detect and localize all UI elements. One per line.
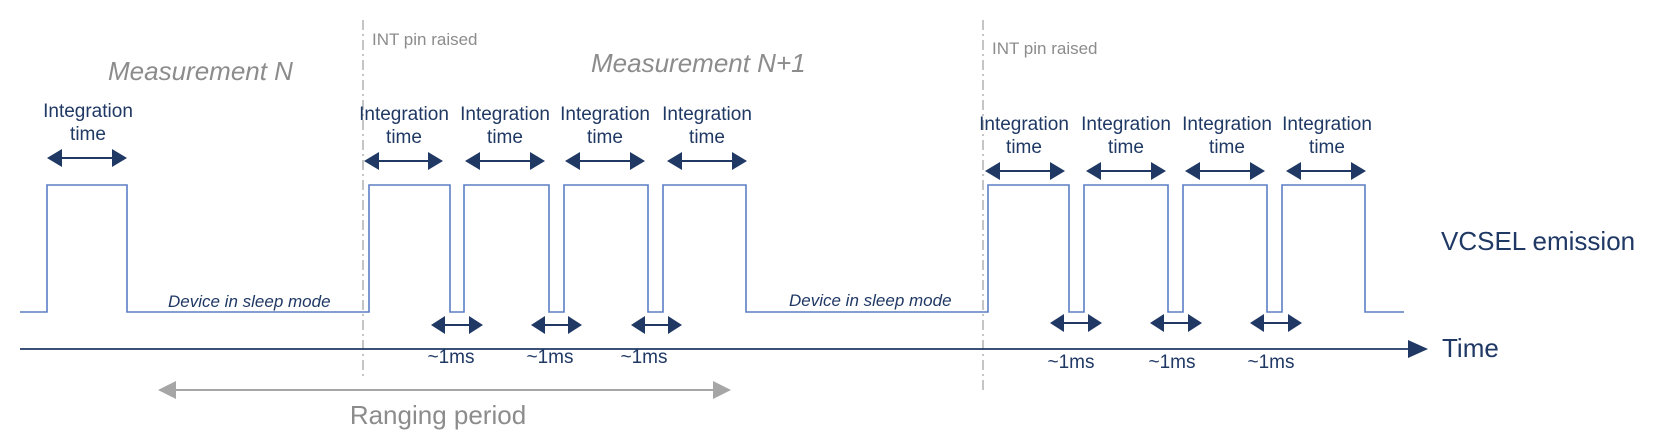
arrow-head-left [431,316,445,334]
integration-label: time [487,127,523,148]
arrow-head-right [713,381,731,399]
arrow-head-right [112,149,127,167]
gap-label: ~1ms [1149,352,1196,373]
arrow-head-left [1150,314,1164,332]
sleep-mode-label-2: Device in sleep mode [789,291,952,310]
arrow-head-left [531,316,545,334]
gap-group-4: ~1ms [1048,314,1102,373]
arrow-head-left [565,152,580,170]
arrow-head-left [47,149,62,167]
integration-group-4: Integration time [560,104,650,170]
arrow-head-right [1188,314,1202,332]
integration-label: Integration [1081,114,1171,135]
sleep-mode-label-1: Device in sleep mode [168,292,331,311]
integration-label: time [1209,137,1245,158]
arrow-head-right [568,316,582,334]
gap-label: ~1ms [1248,352,1295,373]
time-axis-label: Time [1442,333,1499,363]
integration-label: time [70,124,106,145]
int-pin-label-2: INT pin raised [992,39,1098,58]
integration-group-5: Integration time [662,104,752,170]
ranging-period-group: Ranging period [158,381,731,430]
arrow-head-right [1288,314,1302,332]
arrow-head-left [985,162,1000,180]
gap-label: ~1ms [527,347,574,368]
integration-group-8: Integration time [1182,114,1272,180]
arrow-head-right [530,152,545,170]
arrow-head-right [1351,162,1366,180]
arrow-head-left [1050,314,1064,332]
arrow-head-right [668,316,682,334]
gap-group-3: ~1ms [621,316,682,368]
integration-label: Integration [43,101,133,122]
gap-label: ~1ms [428,347,475,368]
integration-label: time [689,127,725,148]
arrow-head-right [1250,162,1265,180]
integration-group-2: Integration time [359,104,449,170]
integration-label: time [386,127,422,148]
gap-label: ~1ms [1048,352,1095,373]
measurement-n1-title: Measurement N+1 [591,48,806,78]
integration-group-3: Integration time [460,104,550,170]
integration-group-9: Integration time [1282,114,1372,180]
integration-label: Integration [1182,114,1272,135]
integration-label: Integration [1282,114,1372,135]
gap-group-6: ~1ms [1248,314,1302,373]
arrow-head-left [1185,162,1200,180]
arrow-head-right [1088,314,1102,332]
arrow-head-left [465,152,480,170]
arrow-head-right [630,152,645,170]
integration-label: Integration [979,114,1069,135]
gap-group-2: ~1ms [527,316,582,368]
integration-group-7: Integration time [1081,114,1171,180]
integration-label: Integration [560,104,650,125]
measurement-n-title: Measurement N [108,56,293,86]
arrow-head-left [364,152,379,170]
integration-label: Integration [460,104,550,125]
integration-label: time [1309,137,1345,158]
integration-group-6: Integration time [979,114,1069,180]
ranging-period-label: Ranging period [350,400,526,430]
arrow-head-left [667,152,682,170]
integration-label: Integration [359,104,449,125]
integration-label: Integration [662,104,752,125]
arrow-head-right [428,152,443,170]
integration-label: time [1006,137,1042,158]
arrow-head-left [1286,162,1301,180]
arrow-head-left [631,316,645,334]
integration-label: time [587,127,623,148]
arrow-head-right [1151,162,1166,180]
gap-group-1: ~1ms [428,316,483,368]
integration-group-1: Integration time [43,101,133,167]
gap-group-5: ~1ms [1149,314,1202,373]
arrow-head-left [1250,314,1264,332]
int-pin-label-1: INT pin raised [372,30,478,49]
arrow-head-left [1086,162,1101,180]
arrow-head-right [469,316,483,334]
vcsel-emission-label: VCSEL emission [1441,226,1635,256]
arrow-head-right [732,152,747,170]
vcsel-waveform [20,184,1404,313]
arrow-head-right [1050,162,1065,180]
arrow-head-left [158,381,176,399]
gap-label: ~1ms [621,347,668,368]
integration-label: time [1108,137,1144,158]
time-axis-arrowhead [1408,340,1428,358]
